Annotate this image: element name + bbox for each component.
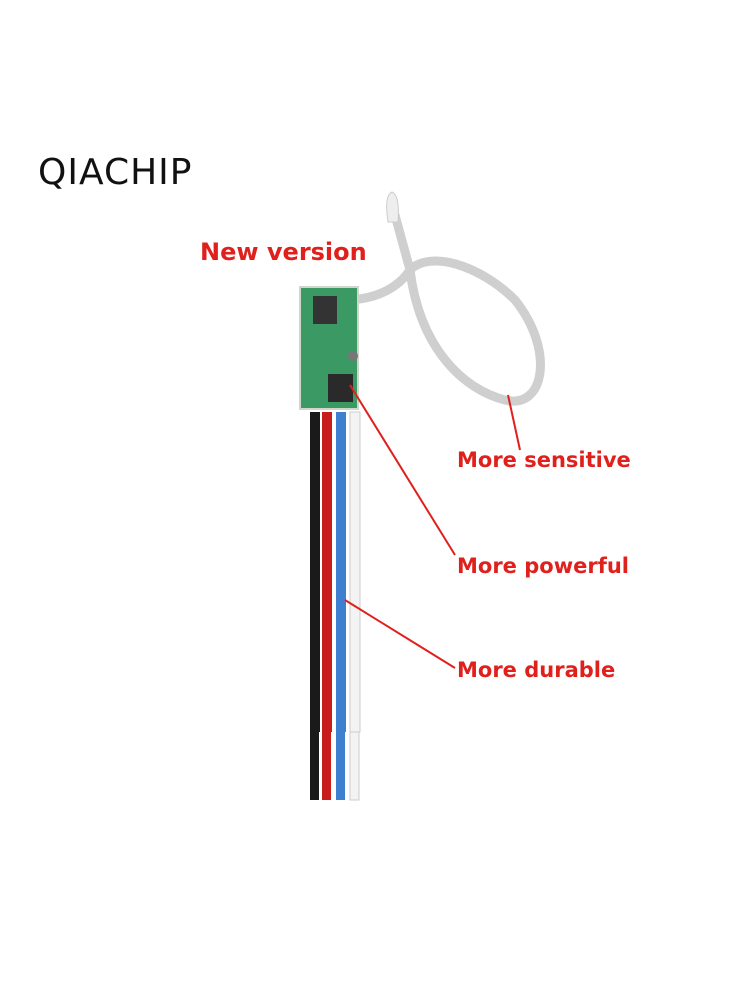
pointer-sensitive xyxy=(507,394,521,451)
button xyxy=(348,351,358,361)
pointer-durable xyxy=(344,599,456,669)
headline-label: New version xyxy=(200,238,367,266)
mosfet-chip xyxy=(328,374,353,402)
antenna-tip xyxy=(386,191,399,223)
callout-durable: More durable xyxy=(457,658,616,682)
wire-red xyxy=(322,412,332,732)
wire-black xyxy=(310,412,320,732)
brand-logo-text: QIACHIP xyxy=(38,152,193,193)
wire-white xyxy=(349,411,361,733)
antenna-wire xyxy=(338,210,545,406)
pointer-powerful xyxy=(349,384,456,556)
ic-chip xyxy=(313,296,337,324)
wire-blue xyxy=(336,412,346,732)
callout-powerful: More powerful xyxy=(457,554,629,578)
callout-sensitive: More sensitive xyxy=(457,448,631,472)
